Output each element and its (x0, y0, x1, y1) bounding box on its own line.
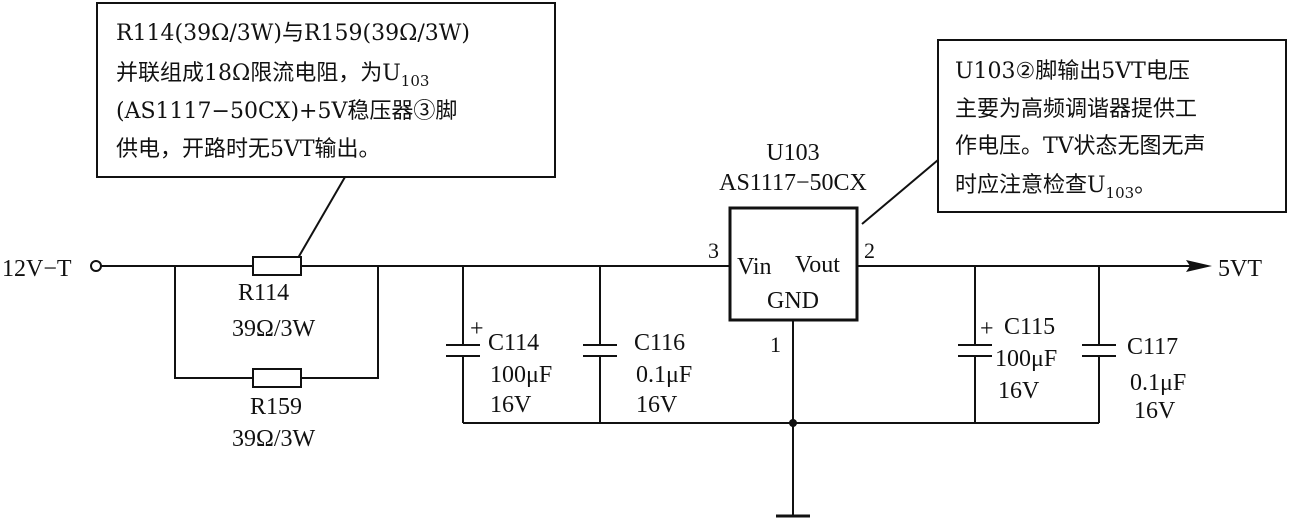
c115-voltage: 16V (998, 378, 1040, 404)
note-left: R114(39Ω/3W)与R159(39Ω/3W) 并联组成18Ω限流电阻，为U… (96, 2, 556, 178)
note-right-line1: U103②脚输出5VT电压 (955, 59, 1190, 84)
note-right-line4: 时应注意检查U103。 (955, 173, 1156, 202)
note-left-line2-subscript: 103 (401, 72, 430, 90)
note-right-line3: 作电压。TV状态无图无声 (955, 134, 1206, 159)
c116-ref: C116 (634, 330, 685, 356)
r114-value: 39Ω/3W (232, 316, 316, 342)
note-left-line2: 并联组成18Ω限流电阻，为U103 (116, 61, 429, 90)
c115-plus: + (980, 316, 994, 342)
note-right-box (937, 39, 1287, 213)
c115-ref: C115 (1004, 314, 1055, 340)
r159-body (252, 368, 302, 388)
c114-value: 100μF (490, 362, 552, 388)
r114-body (252, 256, 302, 276)
note-left-line3: (AS1117−50CX)+5V稳压器③脚 (116, 99, 457, 124)
input-terminal (90, 260, 102, 272)
note-right-line4-subscript: 103 (1106, 184, 1135, 202)
c114-plus: + (470, 316, 484, 342)
c117-ref: C117 (1127, 334, 1178, 360)
note-left-line1: R114(39Ω/3W)与R159(39Ω/3W) (116, 21, 470, 46)
c115-value: 100μF (995, 346, 1057, 372)
r159-value: 39Ω/3W (232, 426, 316, 452)
note-right-line2: 主要为高频调谐器提供工 (955, 97, 1197, 122)
output-label: 5VT (1218, 256, 1262, 282)
u103-part: AS1117−50CX (719, 170, 867, 196)
note-right-line4-text: 时应注意检查U (955, 173, 1106, 198)
u103-pin-gnd: GND (767, 288, 819, 314)
u103-ref: U103 (766, 140, 819, 166)
note-left-leader (297, 176, 346, 259)
r159-ref: R159 (250, 394, 302, 420)
c117-voltage: 16V (1134, 398, 1176, 424)
u103-pin-2-number: 2 (864, 238, 875, 263)
note-left-box (96, 2, 556, 178)
r114-ref: R114 (238, 280, 289, 306)
u103-pin-3-number: 3 (708, 238, 719, 263)
c116-voltage: 16V (636, 392, 678, 418)
note-right-leader (861, 159, 939, 225)
input-label: 12V−T (2, 256, 72, 282)
u103-body (728, 206, 859, 322)
note-right: U103②脚输出5VT电压 主要为高频调谐器提供工 作电压。TV状态无图无声 时… (937, 39, 1287, 213)
c117-value: 0.1μF (1130, 370, 1186, 396)
note-left-line4: 供电，开路时无5VT输出。 (116, 137, 381, 162)
u103-pin-vout: Vout (795, 252, 840, 278)
c114-ref: C114 (488, 330, 539, 356)
c114-voltage: 16V (490, 392, 532, 418)
u103-pin-1-number: 1 (770, 332, 781, 357)
note-right-line4-tail: 。 (1134, 173, 1156, 198)
u103-pin-vin: Vin (737, 254, 772, 280)
note-left-line2-text: 并联组成18Ω限流电阻，为U (116, 61, 401, 86)
c116-value: 0.1μF (636, 362, 692, 388)
ground-junction (789, 419, 797, 427)
output-arrow (1186, 260, 1212, 272)
